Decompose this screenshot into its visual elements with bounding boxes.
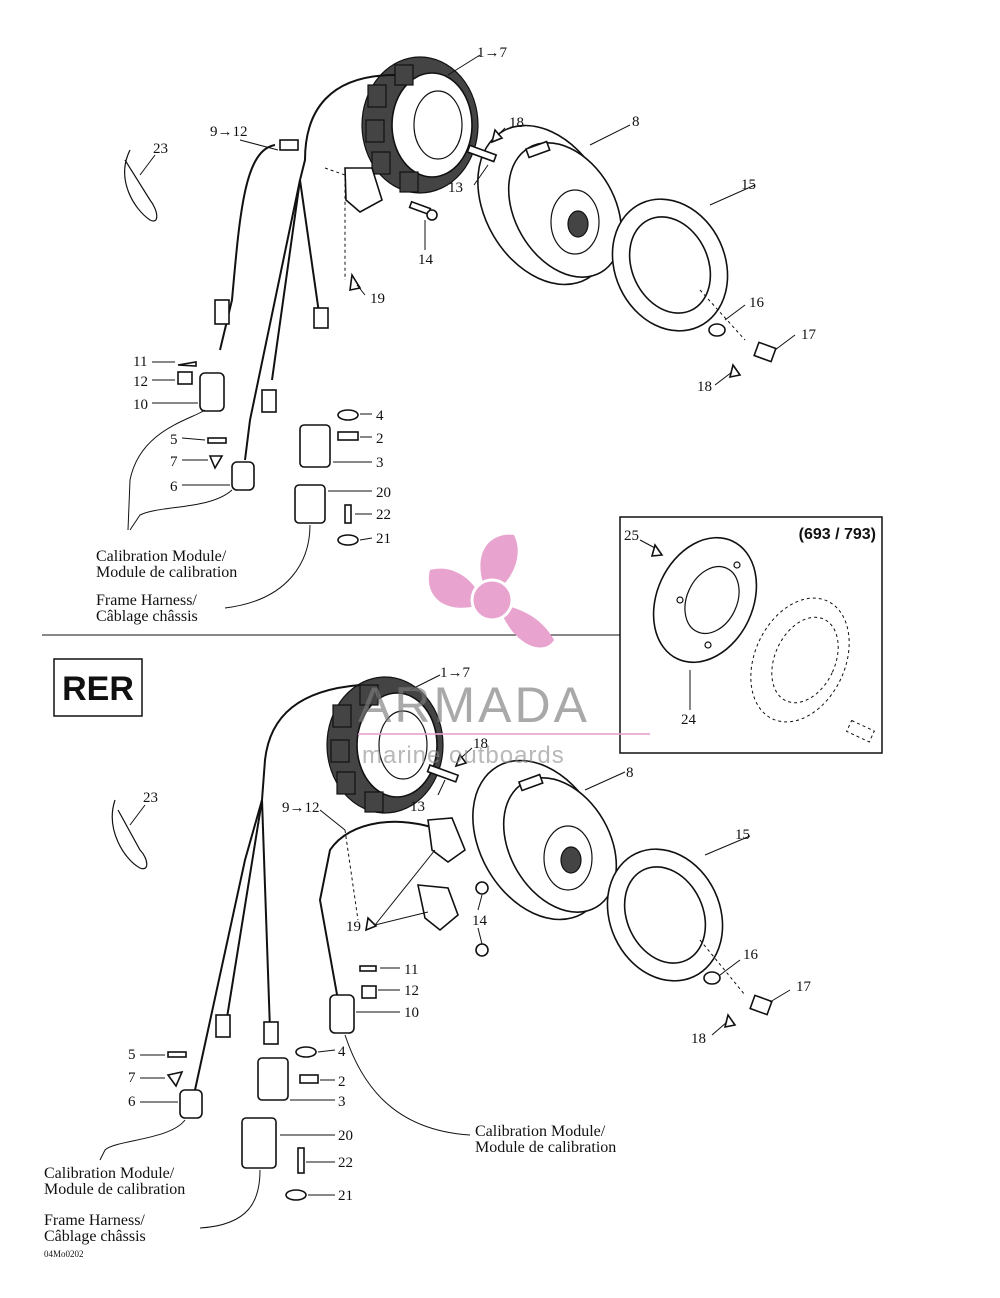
top-stator	[361, 56, 479, 194]
bottom-label-18b: 18	[691, 1031, 706, 1047]
top-label-16: 16	[749, 295, 765, 311]
bottom-calib-left-caption-2: Module de calibration	[44, 1181, 185, 1198]
bottom-label-4: 4	[338, 1044, 346, 1060]
top-label-20: 20	[376, 485, 391, 501]
top-label-3: 3	[376, 455, 384, 471]
propeller-hub	[470, 578, 514, 622]
top-label-10: 10	[133, 397, 148, 413]
top-label-4: 4	[376, 408, 384, 424]
top-label-2: 2	[376, 431, 384, 447]
bottom-label-6: 6	[128, 1094, 136, 1110]
bottom-label-7: 7	[128, 1070, 136, 1086]
top-small-parts	[177, 128, 777, 546]
bottom-label-1-7: 1→7	[440, 665, 471, 681]
propeller-blade-top	[480, 534, 518, 588]
bottom-stator	[326, 676, 444, 814]
propeller-blade-right	[502, 606, 554, 648]
top-label-13: 13	[448, 180, 463, 196]
bottom-label-17: 17	[796, 979, 812, 995]
bottom-harness	[194, 684, 441, 1091]
bottom-label-5: 5	[128, 1047, 136, 1063]
top-leaders	[127, 54, 796, 609]
inset-693-793: (693 / 793)	[619, 516, 883, 754]
bottom-cable-tie	[111, 799, 148, 870]
propeller-blade-left	[428, 568, 478, 608]
watermark-tagline: marine outboards	[362, 742, 565, 769]
top-part-labels: 1→7 9→12 23 18 8 13 15 14 19 16 17 18 11…	[133, 45, 817, 547]
top-calib-caption-2: Module de calibration	[96, 564, 237, 581]
top-frame-caption-2: Câblage châssis	[96, 608, 198, 625]
drawing-ref-code: 04Mo0202	[44, 1249, 84, 1259]
top-label-11: 11	[133, 354, 147, 370]
watermark: ARMADA marine outboards	[358, 534, 650, 769]
bottom-label-15: 15	[735, 827, 750, 843]
inset-title: (693 / 793)	[799, 526, 876, 543]
bottom-label-22: 22	[338, 1155, 353, 1171]
bottom-label-2: 2	[338, 1074, 346, 1090]
bottom-label-23: 23	[143, 790, 158, 806]
inset-label-24: 24	[681, 712, 697, 728]
top-label-18b: 18	[697, 379, 712, 395]
bottom-label-9-12: 9→12	[282, 800, 320, 816]
bottom-label-10: 10	[404, 1005, 419, 1021]
top-frame-caption-1: Frame Harness/	[96, 592, 197, 609]
bottom-label-3: 3	[338, 1094, 346, 1110]
top-label-14: 14	[418, 252, 434, 268]
top-label-9-12: 9→12	[210, 124, 248, 140]
top-assembly	[124, 54, 796, 609]
top-harness	[214, 74, 396, 461]
bottom-label-14: 14	[472, 913, 488, 929]
bottom-flywheel	[472, 759, 618, 921]
bottom-calib-right-caption-1: Calibration Module/	[475, 1123, 606, 1140]
top-calib-caption-1: Calibration Module/	[96, 548, 227, 565]
top-label-1-7: 1→7	[477, 45, 508, 61]
bottom-label-19: 19	[346, 919, 361, 935]
rer-badge: RER	[62, 670, 134, 708]
propeller-logo-icon	[428, 534, 554, 648]
bottom-label-21: 21	[338, 1188, 353, 1204]
top-trigger-coil	[344, 167, 383, 213]
bottom-part-labels: 1→7 23 18 8 9→12 13 15 19 14 16 17 18 11…	[128, 665, 812, 1204]
bottom-calib-right-caption-2: Module de calibration	[475, 1139, 616, 1156]
bottom-label-11: 11	[404, 962, 418, 978]
bottom-small-parts	[166, 753, 773, 1201]
bottom-trigger-coil-2	[416, 884, 459, 932]
inset-label-25: 25	[624, 528, 639, 544]
bottom-frame-caption-1: Frame Harness/	[44, 1212, 145, 1229]
top-label-5: 5	[170, 432, 178, 448]
bottom-trigger-coil-1	[427, 817, 466, 863]
top-label-22: 22	[376, 507, 391, 523]
top-label-6: 6	[170, 479, 178, 495]
top-label-19: 19	[370, 291, 385, 307]
top-label-18a: 18	[509, 115, 524, 131]
top-ring-15	[611, 198, 729, 332]
top-label-15: 15	[741, 177, 756, 193]
bottom-label-8: 8	[626, 765, 634, 781]
bottom-label-12: 12	[404, 983, 419, 999]
top-label-17: 17	[801, 327, 817, 343]
top-label-12: 12	[133, 374, 148, 390]
bottom-label-20: 20	[338, 1128, 353, 1144]
bottom-label-13: 13	[410, 799, 425, 815]
top-label-21: 21	[376, 531, 391, 547]
top-cable-tie	[124, 149, 158, 222]
top-label-8: 8	[632, 114, 640, 130]
bottom-frame-caption-2: Câblage châssis	[44, 1228, 146, 1245]
rer-badge-box	[53, 658, 143, 717]
top-flywheel	[477, 124, 623, 286]
top-label-23: 23	[153, 141, 168, 157]
bottom-label-16: 16	[743, 947, 759, 963]
bottom-ring-15	[606, 848, 724, 982]
top-label-7: 7	[170, 454, 178, 470]
bottom-leaders	[99, 674, 791, 1229]
bottom-assembly	[99, 674, 791, 1229]
bottom-label-18a: 18	[473, 736, 488, 752]
watermark-brand: ARMADA	[358, 677, 590, 733]
bottom-calib-left-caption-1: Calibration Module/	[44, 1165, 175, 1182]
